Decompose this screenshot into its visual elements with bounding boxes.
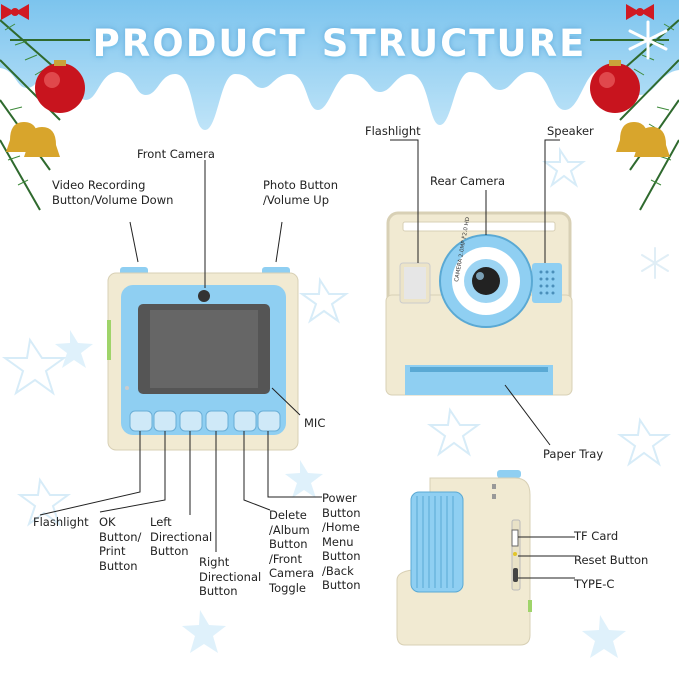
video-recording-button-label: Video Recording Button/Volume Down [52,178,174,207]
snowflake-icon [628,20,668,60]
rear-flashlight-label: Flashlight [365,124,421,138]
power-button [257,410,281,432]
left-directional-button [179,410,203,432]
mic-label: MIC [304,416,326,430]
red-bow-icon [1,4,654,20]
power-button-label: Power Button /Home Menu Button /Back But… [322,491,361,592]
paper-tray-label: Paper Tray [543,447,604,461]
front-camera-lens [198,290,210,302]
reset-button-label: Reset Button [574,553,649,567]
lens-barrel-side [410,491,464,593]
delete-album-button-label: Delete /Album Button /Front Camera Toggl… [269,508,315,595]
rear-flashlight [404,267,426,299]
right-directional-button [205,410,229,432]
mic-hole [125,386,129,390]
flashlight-button [129,410,153,432]
tf-card-slot [511,529,519,547]
flashlight-button-label: Flashlight [33,515,89,529]
left-directional-button-label: Left Directional Button [150,515,213,558]
snowflake-icon [641,247,669,279]
right-directional-button-label: Right Directional Button [199,555,262,598]
delete-album-button [233,410,257,432]
tf-card-label: TF Card [574,529,619,543]
header-drip-background [0,0,679,130]
ok-button-label: OK Button/ Print Button [99,515,142,573]
red-ornament-icon [35,60,85,113]
rear-camera-label: Rear Camera [430,174,506,188]
gold-bell-icon [6,122,60,157]
type-c-port [513,568,518,582]
front-camera-label: Front Camera [137,147,215,161]
red-ornament-icon [590,60,640,113]
photo-button-label: Photo Button /Volume Up [263,178,338,207]
speaker-label: Speaker [547,124,594,138]
gold-bell-icon [616,122,670,157]
type-c-label: TYPE-C [574,577,615,591]
page-title: PRODUCT STRUCTURE [92,22,587,65]
reset-button [513,552,517,556]
